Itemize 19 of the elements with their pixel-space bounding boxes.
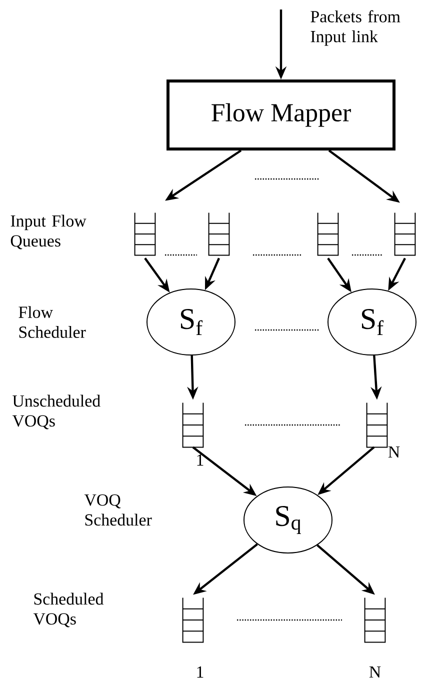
queue-symbol <box>134 212 156 256</box>
queue-number: N <box>388 446 400 458</box>
queue-symbol <box>317 212 339 256</box>
queue-symbol <box>364 597 386 643</box>
queue-symbol <box>366 402 388 448</box>
queue-symbol <box>208 212 230 256</box>
queue-symbol <box>182 402 204 448</box>
queue-number: 1 <box>197 454 204 466</box>
row-label: Scheduled VOQs <box>33 592 104 628</box>
queue-symbol <box>394 212 416 256</box>
row-label: VOQ Scheduler <box>84 494 152 526</box>
queue-number: 1 <box>197 666 204 678</box>
row-label: Input Flow Queues <box>10 214 86 250</box>
row-label: Flow Scheduler <box>18 306 86 338</box>
queue-number: N <box>369 666 381 678</box>
queue-symbol <box>182 597 204 643</box>
row-label: Packets from Input link <box>310 10 400 46</box>
process-box: Flow Mapper <box>166 80 396 150</box>
row-label: Unscheduled VOQs <box>12 394 100 430</box>
